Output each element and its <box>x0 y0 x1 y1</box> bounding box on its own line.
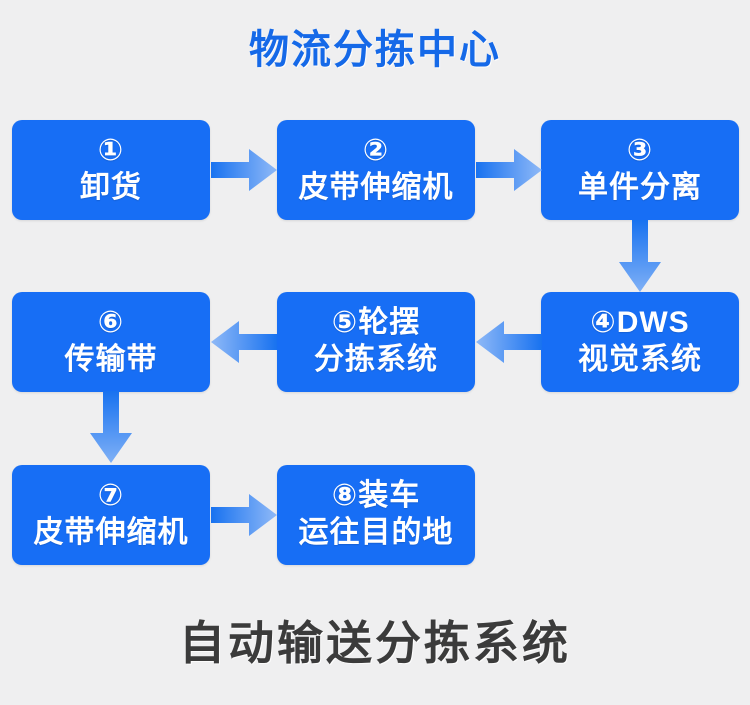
page-caption: 自动输送分拣系统 <box>179 617 571 669</box>
flow-node-3-label: 单件分离 <box>578 171 702 204</box>
flow-node-6-number: ⑥ <box>97 306 125 340</box>
arrow-left-icon-node5-node6 <box>211 319 277 365</box>
flow-node-5-line2: 分拣系统 <box>314 343 438 376</box>
flow-node-5[interactable]: ⑤轮摆 分拣系统 <box>277 292 475 392</box>
arrow-right-icon-node2-node3 <box>476 147 542 193</box>
flow-node-2-label: 皮带伸缩机 <box>298 171 454 204</box>
flow-node-8-line2: 运往目的地 <box>298 516 454 549</box>
page-title: 物流分拣中心 <box>249 28 501 72</box>
flow-node-6[interactable]: ⑥ 传输带 <box>12 292 210 392</box>
flow-node-7-number: ⑦ <box>97 479 125 513</box>
flow-node-4[interactable]: ④DWS 视觉系统 <box>541 292 739 392</box>
flow-node-2-number: ② <box>362 134 390 168</box>
arrow-right-icon-node1-node2 <box>211 147 277 193</box>
flow-node-6-label: 传输带 <box>64 343 158 376</box>
flow-node-1[interactable]: ① 卸货 <box>12 120 210 220</box>
flow-node-3-number: ③ <box>626 134 654 168</box>
flow-node-4-line2: 视觉系统 <box>578 343 702 376</box>
flow-node-4-line1: ④DWS <box>590 306 690 340</box>
flow-node-2[interactable]: ② 皮带伸缩机 <box>277 120 475 220</box>
flow-node-8-line1: ⑧装车 <box>331 479 421 513</box>
flow-node-8[interactable]: ⑧装车 运往目的地 <box>277 465 475 565</box>
arrow-down-icon-node6-node7 <box>88 391 134 463</box>
arrow-down-icon-node3-node4 <box>617 220 663 292</box>
flow-node-7-label: 皮带伸缩机 <box>33 516 189 549</box>
flow-node-1-label: 卸货 <box>80 171 142 204</box>
arrow-left-icon-node4-node5 <box>476 319 542 365</box>
flow-node-5-line1: ⑤轮摆 <box>331 306 421 340</box>
flow-node-3[interactable]: ③ 单件分离 <box>541 120 739 220</box>
flow-node-1-number: ① <box>97 134 125 168</box>
flow-node-7[interactable]: ⑦ 皮带伸缩机 <box>12 465 210 565</box>
arrow-right-icon-node7-node8 <box>211 492 277 538</box>
